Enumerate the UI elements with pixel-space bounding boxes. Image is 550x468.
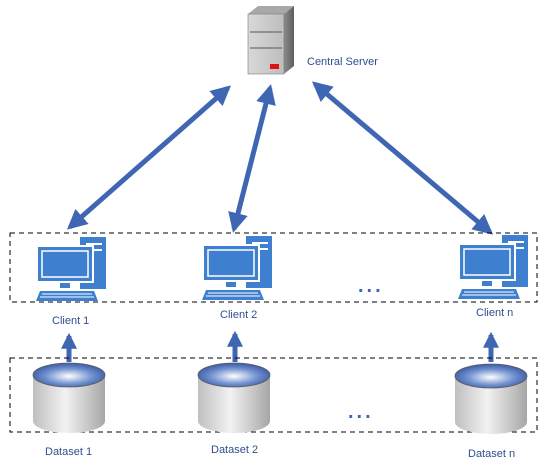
arrow-server-client-1 [66, 85, 232, 230]
client-2-label: Client 2 [220, 309, 257, 321]
dataset-2-label: Dataset 2 [211, 444, 258, 456]
dataset-1-label: Dataset 1 [45, 446, 92, 458]
dataset-1-database-icon [32, 362, 106, 434]
dataset-n-label: Dataset n [468, 448, 515, 460]
client-n-computer-icon [457, 234, 529, 300]
client-1-computer-icon [35, 236, 107, 302]
clients-ellipsis: ... [358, 275, 384, 297]
dataset-2-database-icon [197, 362, 271, 434]
client-2-computer-icon [201, 235, 273, 301]
server-status-light-icon [270, 64, 279, 69]
central-server-label: Central Server [307, 56, 378, 68]
datasets-group-box [9, 357, 538, 433]
client-n-label: Client n [476, 307, 513, 319]
server-client-arrows [66, 81, 494, 235]
clients-group-box [9, 232, 538, 303]
central-server-icon [247, 6, 294, 75]
client-1-label: Client 1 [52, 315, 89, 327]
arrow-server-client-2 [228, 84, 276, 233]
dataset-n-database-icon [454, 363, 528, 435]
arrow-server-client-n [311, 81, 494, 235]
datasets-ellipsis: ... [348, 401, 374, 423]
